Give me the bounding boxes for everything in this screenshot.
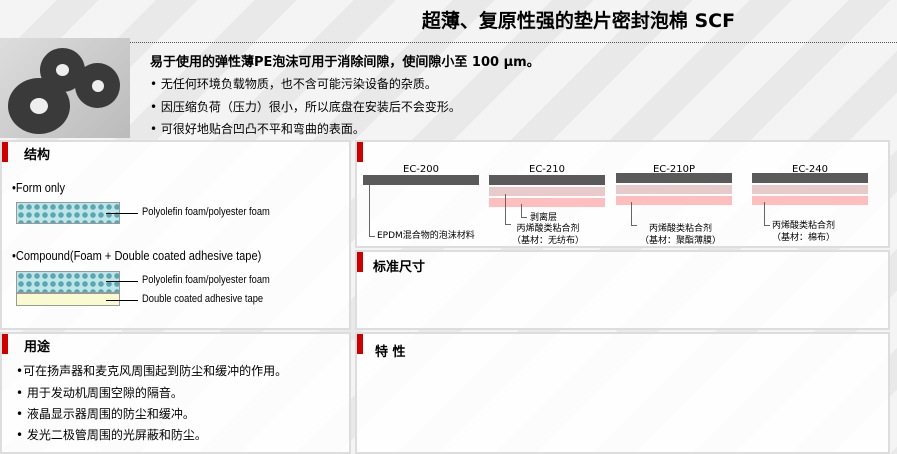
substrate-layer <box>616 185 732 194</box>
tape-label: Double coated adhesive tape <box>142 293 264 305</box>
page-title: 超薄、复原性强的垫片密封泡棉 SCF <box>421 10 736 32</box>
intro-lead: 易于使用的弹性薄PE泡沫可用于消除间隙，使间隙小至 100 µm。 <box>150 55 540 70</box>
substrate-layer <box>752 185 868 194</box>
foam-bar <box>752 173 868 183</box>
product-name: EC-240 <box>792 164 828 175</box>
annotation-sub: （基材：棉布） <box>772 233 836 243</box>
uses-heading: 用途 <box>24 340 51 355</box>
structure-heading: 结构 <box>24 148 51 163</box>
properties-panel: 特 性 <box>355 332 890 454</box>
section-marker <box>357 334 363 354</box>
product-name: EC-200 <box>403 164 439 175</box>
standard-size-panel: 标准尺寸 <box>355 250 890 330</box>
foam-label: Polyolefin foam/polyester foam <box>142 274 270 286</box>
leader-line <box>106 300 138 301</box>
compound-label: •Compound(Foam + Double coated adhesive … <box>12 248 262 263</box>
annotation-text: 丙烯酸类粘合剂 <box>772 221 836 231</box>
structure-panel: 结构 •Form only Polyolefin foam/polyester … <box>0 140 351 330</box>
product-annotation: 丙烯酸类粘合剂 （基材：无纺布） <box>512 223 584 247</box>
use-item: •可在扬声器和麦克风周围起到防尘和缓冲的作用。 <box>16 364 288 378</box>
leader-line <box>505 194 511 225</box>
intro-bullet: • 无任何环境负载物质，也不含可能污染设备的杂质。 <box>150 77 437 91</box>
uses-panel: 用途 •可在扬声器和麦克风周围起到防尘和缓冲的作用。 • 用于发动机周围空隙的隔… <box>0 332 351 454</box>
section-marker <box>2 142 8 162</box>
product-name: EC-210 <box>529 164 565 175</box>
divider <box>130 42 897 43</box>
release-annotation: 剥离层 <box>530 213 558 223</box>
leader-line <box>106 213 138 214</box>
annotation-sub: （基材：聚酯薄膜） <box>640 236 722 246</box>
products-panel: EC-200 EPDM混合物的泡沫材料 EC-210 剥离层 丙烯酸类粘合剂 （基… <box>355 140 890 248</box>
section-marker <box>357 142 363 162</box>
properties-heading: 特 性 <box>375 345 406 360</box>
foam-bar <box>616 173 732 183</box>
annotation-text: 丙烯酸类粘合剂 <box>649 224 713 234</box>
use-item: • 用于发动机周围空隙的隔音。 <box>16 386 183 400</box>
foam-layer <box>16 202 120 224</box>
product-annotation: EPDM混合物的泡沫材料 <box>377 231 475 241</box>
section-marker <box>2 334 8 354</box>
release-layer <box>489 187 605 196</box>
foam-bar <box>489 175 605 185</box>
leader-line <box>764 202 770 226</box>
leader-line <box>521 204 527 218</box>
leader-line <box>631 202 637 226</box>
annotation-text: 丙烯酸类粘合剂 <box>516 224 580 234</box>
foam-layer <box>16 271 120 293</box>
use-item: • 液晶显示器周围的防尘和缓冲。 <box>16 407 195 421</box>
leader-line <box>369 185 375 237</box>
leader-line <box>106 281 138 282</box>
standard-heading: 标准尺寸 <box>373 260 426 275</box>
section-marker <box>357 252 363 272</box>
use-item: • 发光二极管周围的光屏蔽和防尘。 <box>16 428 207 442</box>
product-annotation: 丙烯酸类粘合剂 （基材：棉布） <box>772 220 835 244</box>
intro-bullet: • 因压缩负荷（压力）很小，所以底盘在安装后不会变形。 <box>150 100 461 114</box>
tape-layer <box>16 293 120 306</box>
foam-label: Polyolefin foam/polyester foam <box>142 206 270 218</box>
product-annotation: 丙烯酸类粘合剂 （基材：聚酯薄膜） <box>640 223 721 247</box>
adhesive-layer <box>616 196 732 205</box>
form-only-label: •Form only <box>12 180 65 195</box>
product-photo <box>0 38 130 138</box>
intro-bullet: • 可很好地贴合凹凸不平和弯曲的表面。 <box>150 122 365 136</box>
adhesive-layer <box>489 198 605 207</box>
adhesive-layer <box>752 196 868 205</box>
product-name: EC-210P <box>652 164 696 175</box>
annotation-sub: （基材：无纺布） <box>512 236 585 246</box>
foam-bar <box>363 175 479 185</box>
